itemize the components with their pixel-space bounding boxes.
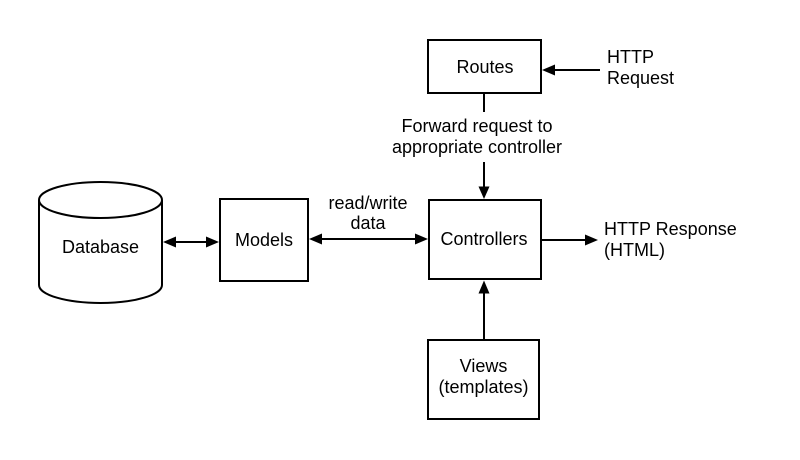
edge-controllers-to-response (542, 234, 598, 246)
edge-http-request-to-routes (542, 64, 600, 76)
views-box (427, 339, 540, 420)
controllers-box (428, 199, 542, 280)
label-http-request: HTTP Request (607, 47, 674, 88)
http-response-line1: HTTP Response (604, 219, 737, 239)
read-write-line1: read/write (328, 193, 407, 213)
label-forward-request: Forward request to appropriate controlle… (392, 112, 564, 162)
arrow-right-icon (585, 234, 598, 246)
models-box (219, 198, 309, 282)
node-models: Models (219, 198, 309, 282)
routes-box (427, 39, 542, 94)
node-database: Database (38, 181, 163, 304)
database-cylinder-body (38, 200, 163, 304)
node-views: Views (templates) (427, 339, 540, 420)
label-background (392, 112, 564, 162)
arrow-left-icon (163, 236, 176, 248)
database-cylinder-top (38, 181, 163, 219)
arrow-right-icon (415, 233, 428, 245)
models-label: Models (235, 230, 293, 250)
http-request-line2: Request (607, 68, 674, 88)
routes-label: Routes (456, 57, 513, 77)
label-read-write: read/write data (328, 193, 407, 233)
label-http-response: HTTP Response (HTML) (604, 219, 737, 260)
edge-database-models (163, 236, 219, 248)
http-request-line1: HTTP (607, 47, 654, 67)
database-label: Database (62, 237, 139, 257)
read-write-line2: data (350, 213, 386, 233)
edge-models-controllers (309, 233, 428, 245)
views-label-line2: (templates) (438, 377, 528, 397)
controllers-label: Controllers (440, 229, 527, 249)
node-routes: Routes (427, 39, 542, 94)
http-response-line2: (HTML) (604, 240, 665, 260)
forward-request-line2: appropriate controller (392, 137, 562, 157)
edge-views-to-controllers (478, 280, 490, 340)
node-controllers: Controllers (428, 199, 542, 280)
forward-request-line1: Forward request to (401, 116, 552, 136)
arrow-down-icon (478, 186, 490, 199)
views-label-line1: Views (460, 356, 508, 376)
arrow-left-icon (542, 64, 555, 76)
arrow-up-icon (478, 280, 490, 294)
arrow-left-icon (309, 233, 322, 245)
arrow-right-icon (206, 236, 219, 248)
